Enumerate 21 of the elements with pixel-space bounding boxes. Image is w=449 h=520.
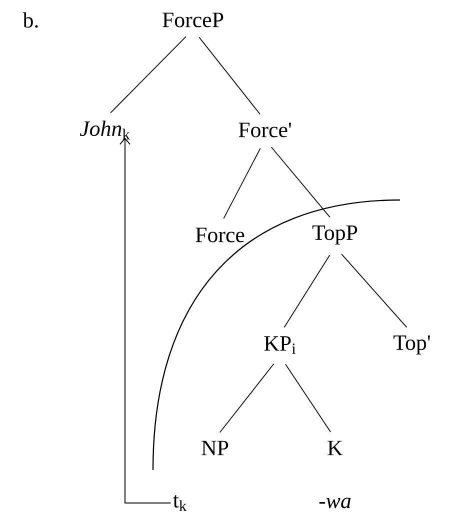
branch-line (110, 36, 186, 114)
branch-line (341, 254, 408, 328)
branch-line (284, 254, 330, 328)
tree-label: K (328, 440, 343, 456)
example-label: b. (22, 12, 38, 28)
tree-label: Top' (394, 335, 430, 355)
tree-label: John$_{k}$ (80, 120, 130, 140)
tree-label: -wa (319, 498, 351, 508)
tree-label: Force (196, 228, 244, 242)
branch-line (223, 148, 261, 219)
branch-line (270, 146, 330, 218)
tree-label: t$_{k}$ (173, 495, 187, 511)
tree-label: NP (202, 440, 228, 456)
branch-line (219, 363, 274, 433)
tree-label: ForceP (162, 12, 224, 28)
branch-line (285, 364, 332, 432)
tree-label: KP$_{i}$ (264, 336, 296, 354)
movement-arrow (120, 138, 172, 504)
branch-line (198, 36, 260, 115)
tree-label: TopP (312, 225, 358, 245)
tree-label: Force' (238, 122, 291, 138)
